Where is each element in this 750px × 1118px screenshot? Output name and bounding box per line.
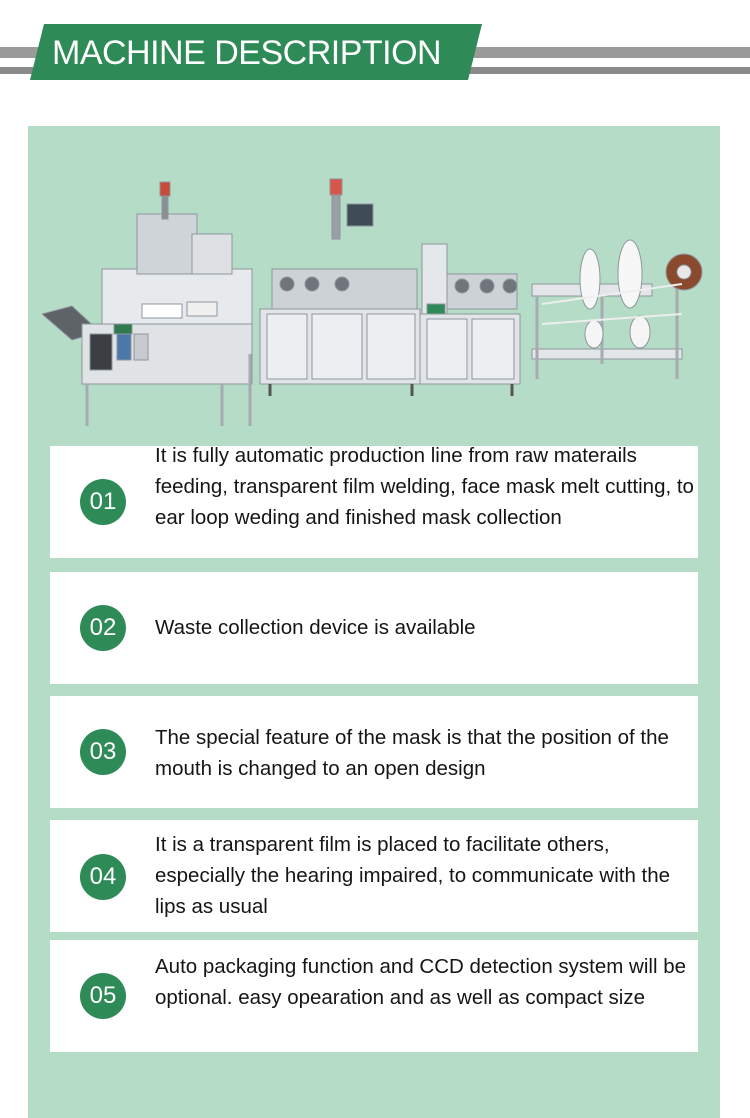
feature-description: The special feature of the mask is that … bbox=[155, 726, 669, 780]
feature-description: Waste collection device is available bbox=[155, 616, 476, 639]
feature-card: 03 The special feature of the mask is th… bbox=[50, 696, 698, 808]
production-line-machine-image bbox=[42, 178, 703, 426]
feature-description: It is a transparent film is placed to fa… bbox=[155, 833, 671, 918]
feature-description: It is fully automatic production line fr… bbox=[155, 444, 694, 529]
feature-number-badge: 05 bbox=[80, 973, 126, 1019]
feature-card: 05 Auto packaging function and CCD detec… bbox=[50, 940, 698, 1052]
feature-number-badge: 04 bbox=[80, 854, 126, 900]
feature-number-badge: 01 bbox=[80, 479, 126, 525]
feature-number-badge: 02 bbox=[80, 605, 126, 651]
feature-description: Auto packaging function and CCD detectio… bbox=[155, 955, 687, 1009]
title-banner bbox=[30, 24, 482, 80]
feature-number-badge: 03 bbox=[80, 729, 126, 775]
page-title: MACHINE DESCRIPTION bbox=[52, 34, 442, 72]
feature-card: 01 It is fully automatic production line… bbox=[50, 444, 698, 558]
section-header: MACHINE DESCRIPTION bbox=[0, 0, 750, 120]
description-panel: 01 It is fully automatic production line… bbox=[28, 126, 720, 1118]
feature-card: 04 It is a transparent film is placed to… bbox=[50, 820, 698, 932]
feature-card: 02 Waste collection device is available bbox=[50, 572, 698, 684]
